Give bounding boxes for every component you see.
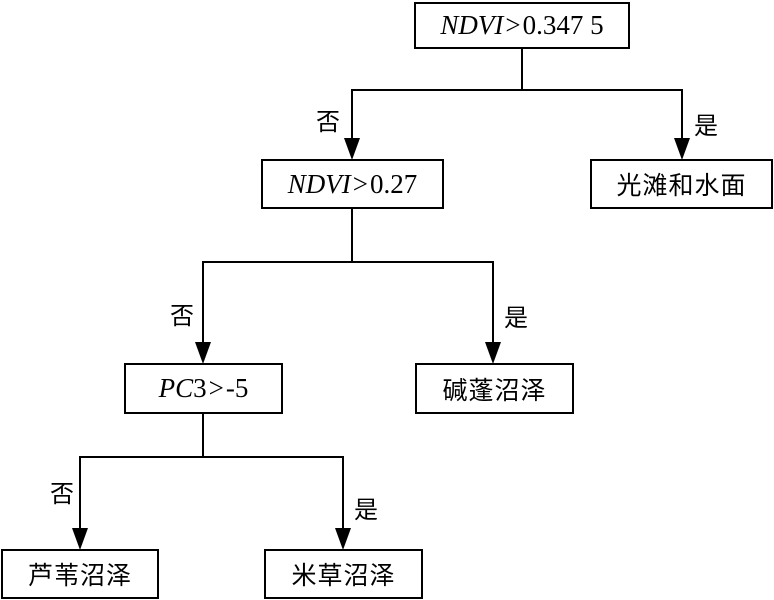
arrowhead-icon (485, 342, 501, 364)
leaf-label: 米草沼泽 (291, 561, 396, 590)
leaf-label: 碱蓬沼泽 (442, 375, 547, 405)
arrowhead-icon (674, 138, 690, 160)
leaf-node-spartina-marsh: 米草沼泽 (264, 549, 423, 599)
node-operator: > (352, 168, 368, 199)
node-threshold: 0.347 5 (522, 10, 604, 40)
leaf-label: 光滩和水面 (616, 171, 747, 200)
edge-label-yes: 是 (504, 304, 528, 332)
edge-label-yes: 是 (694, 112, 718, 140)
decision-node-root: NDVI>0.347 5 (414, 2, 630, 49)
node-operator: > (208, 373, 224, 403)
node-variable: NDVI (440, 10, 504, 40)
arrowhead-icon (195, 342, 211, 364)
node-operator: > (505, 10, 521, 40)
node-threshold: -5 (225, 373, 249, 403)
leaf-node-tidal-flat-water: 光滩和水面 (590, 159, 773, 209)
node-threshold: 0.27 (369, 168, 418, 199)
leaf-node-suaeda-marsh: 碱蓬沼泽 (415, 363, 574, 414)
edge-label-yes: 是 (354, 496, 378, 524)
decision-node-ndvi-027: NDVI>0.27 (261, 159, 444, 209)
leaf-label: 芦苇沼泽 (27, 561, 132, 590)
node-variable: NDVI (287, 168, 351, 199)
arrowhead-icon (335, 528, 351, 550)
node-variable-suffix: 3 (193, 373, 207, 403)
edge-label-no: 否 (50, 480, 74, 508)
node-variable: PC (158, 373, 194, 403)
edge-label-no: 否 (170, 302, 194, 330)
arrowhead-icon (344, 138, 360, 160)
leaf-node-phragmites-marsh: 芦苇沼泽 (1, 549, 159, 599)
edge-label-no: 否 (316, 108, 340, 136)
arrowhead-icon (72, 528, 88, 550)
